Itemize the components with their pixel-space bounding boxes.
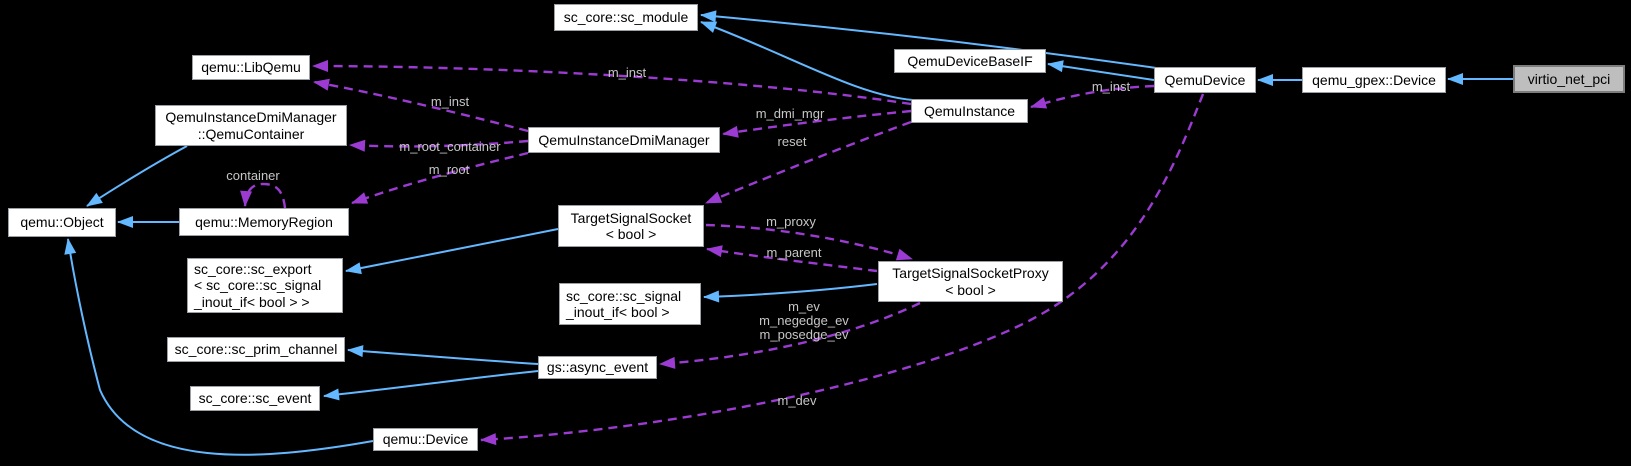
edge-inherit-asyncevent-to-primchannel <box>347 345 539 365</box>
edge-usage-m-root-dmimanager-to-memoryregion <box>351 151 529 205</box>
edge-usage-m-inst-qemudevice-to-qemuinstance <box>1030 84 1155 109</box>
node-sc-core-sc-event[interactable]: sc_core::sc_event <box>190 386 320 411</box>
node-qemu-gpex-device[interactable]: qemu_gpex::Device <box>1302 67 1446 93</box>
node-targetsignalsocketproxy-bool[interactable]: TargetSignalSocketProxy < bool > <box>878 261 1063 302</box>
edge-label-m-inst-device-instance: m_inst <box>1091 79 1131 94</box>
edge-label-m-parent: m_parent <box>766 245 822 260</box>
edge-usage-m-root-container-dmimanager-to-qemucontainer <box>349 139 529 152</box>
edge-label-m-proxy: m_proxy <box>766 214 816 229</box>
edge-usage-reset-qemuinstance-to-targetsocket <box>705 120 912 205</box>
node-qemuinstancedmimanager-qemucontainer[interactable]: QemuInstanceDmiManager ::QemuContainer <box>155 105 347 146</box>
edge-usage-m-parent-proxy-to-targetsocket <box>706 245 878 273</box>
node-qemudevice[interactable]: QemuDevice <box>1154 67 1256 93</box>
edge-inherit-targetsocket-to-scexport <box>345 228 559 275</box>
edge-label-m-inst-dmimanager-libqemu: m_inst <box>430 94 470 109</box>
edge-inherit-qemudevice-to-devicebaseif <box>1047 60 1155 81</box>
edge-label-m-inst-instance-libqemu: m_inst <box>607 65 647 80</box>
edge-inherit-qemucontainer-to-qemuobject <box>86 145 188 207</box>
edge-inherit-proxy-to-signalinoutif <box>703 283 878 303</box>
node-sc-core-sc-prim-channel[interactable]: sc_core::sc_prim_channel <box>167 337 345 362</box>
edge-inherit-qemudevice-to-scmodule <box>700 10 1157 69</box>
node-qemuinstancedmimanager[interactable]: QemuInstanceDmiManager <box>528 127 720 153</box>
edge-label-reset: reset <box>777 134 807 149</box>
node-qemu-object[interactable]: qemu::Object <box>8 208 116 237</box>
edge-label-m-ev-group: m_ev m_negedge_ev m_posedge_ev <box>759 299 849 342</box>
node-targetsignalsocket-bool[interactable]: TargetSignalSocket < bool > <box>558 205 704 247</box>
edge-usage-container-memoryregion-self-loop <box>240 182 287 209</box>
node-sc-core-sc-module[interactable]: sc_core::sc_module <box>554 4 698 31</box>
node-qemudevicebaseif[interactable]: QemuDeviceBaseIF <box>894 49 1046 73</box>
edge-label-container: container <box>226 168 280 183</box>
edge-usage-m-dev-qemudevice-to-qemudeviceclass <box>480 93 1205 446</box>
node-gs-async-event[interactable]: gs::async_event <box>538 356 657 379</box>
node-qemu-memoryregion[interactable]: qemu::MemoryRegion <box>179 208 349 236</box>
node-qemu-device-class[interactable]: qemu::Device <box>373 428 478 451</box>
node-virtio-net-pci: virtio_net_pci <box>1513 65 1625 93</box>
edge-inherit-asyncevent-to-scevent <box>323 370 539 401</box>
edge-label-m-root-container: m_root_container <box>399 139 501 154</box>
edge-inherit-qemuinstance-to-scmodule <box>700 21 914 101</box>
edge-label-m-dev: m_dev <box>777 393 817 408</box>
edge-usage-m-inst-qemuinstance-to-libqemu <box>312 60 912 106</box>
node-qemu-libqemu[interactable]: qemu::LibQemu <box>192 55 310 80</box>
node-sc-core-sc-signal-inout-if[interactable]: sc_core::sc_signal _inout_if< bool > <box>559 283 701 325</box>
node-qemuinstance[interactable]: QemuInstance <box>911 99 1028 123</box>
edge-usage-m-proxy-targetsocket-to-proxy <box>705 223 913 261</box>
edge-label-m-dmi-mgr: m_dmi_mgr <box>755 106 825 121</box>
edge-inherit-qemudeviceclass-to-qemuobject <box>64 238 374 456</box>
edge-usage-m-dmi-mgr-qemuinstance-to-dmimanager <box>722 109 912 138</box>
edge-label-m-root: m_root <box>428 162 470 177</box>
node-sc-core-sc-export[interactable]: sc_core::sc_export < sc_core::sc_signal … <box>187 258 343 313</box>
edge-usage-m-ev-proxy-to-asyncevent <box>659 301 921 369</box>
edge-usage-m-inst-dmimanager-to-libqemu <box>313 78 529 133</box>
